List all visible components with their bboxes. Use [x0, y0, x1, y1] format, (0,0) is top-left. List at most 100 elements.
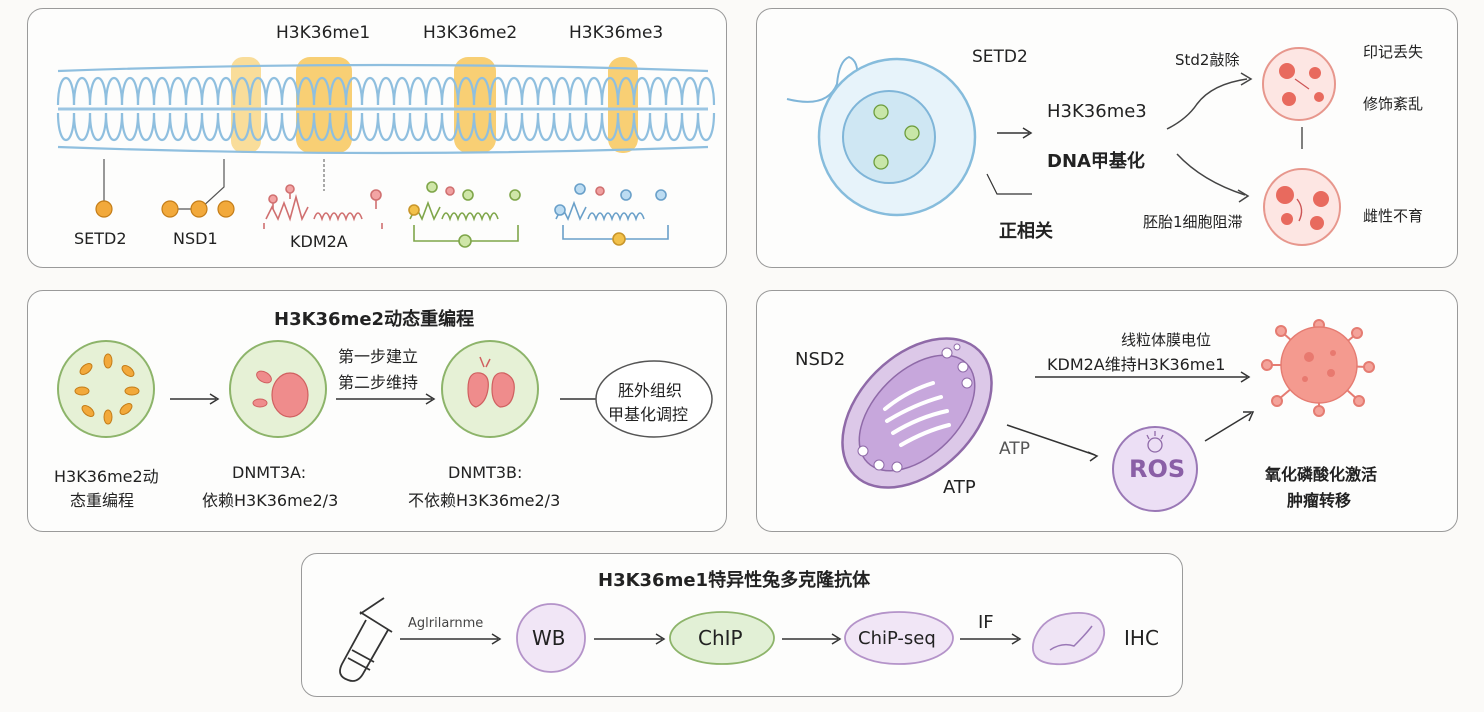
chromatin-loop-lower	[200, 112, 220, 142]
chromatin-loop-upper	[120, 76, 140, 106]
reprogramming-panel: H3K36me2动态重编程 第一步建立 第二步维持 H3K36me2动 态重编程…	[27, 290, 727, 532]
chromatin-loop-upper	[568, 76, 588, 106]
nsd1-icon-2	[190, 200, 208, 218]
reprogramming-cell-icon	[57, 340, 155, 438]
setd2-cell-label: SETD2	[972, 47, 1028, 67]
chromatin-loop-upper	[424, 76, 444, 106]
outcome-line2: 甲基化调控	[608, 405, 689, 424]
embryo-arrest-label: 胚胎1细胞阻滞	[1143, 213, 1243, 231]
chromatin-loop-lower	[504, 112, 524, 142]
chip-label: ChIP	[698, 626, 743, 650]
step2-label: 第二步维持	[338, 373, 419, 392]
outcome-bubble	[595, 360, 713, 438]
imprint-cell-icon	[1262, 47, 1336, 121]
ros-spark-icon	[1147, 437, 1163, 453]
chromatin-rim	[57, 63, 709, 155]
chromatin-loop-upper	[72, 76, 92, 106]
antibody-illustration	[339, 597, 1106, 682]
outcome-line2: 肿瘤转移	[1287, 491, 1352, 510]
chromatin-loop-upper	[360, 76, 380, 106]
setd2-illustration	[786, 47, 1341, 246]
cell1-caption-line1: H3K36me2动	[54, 467, 159, 486]
kdm2a-protein-icon	[263, 184, 383, 229]
modification-disorder-label: 修饰紊乱	[1363, 95, 1424, 113]
ros-bubble	[1112, 426, 1198, 512]
chromatin-loop-lower	[376, 112, 396, 142]
chromatin-loop-lower	[184, 112, 204, 142]
imprint-loss-label: 印记丢失	[1363, 43, 1424, 61]
chromatin-loop-upper	[280, 76, 300, 106]
chromatin-loop-upper	[680, 76, 700, 106]
cell2-caption-line2: 依赖H3K36me2/3	[202, 491, 339, 510]
positive-correlation-label: 正相关	[999, 221, 1053, 242]
chromatin-loop-lower	[152, 112, 172, 142]
chromatin-loop-lower	[680, 112, 700, 142]
chromatin-loop-lower	[136, 112, 156, 142]
chromatin-loop-upper	[664, 76, 684, 106]
chromatin-loop-lower	[264, 112, 284, 142]
tissue-icon	[1032, 611, 1106, 666]
dna-methylation-label: DNA甲基化	[1047, 151, 1145, 172]
chromatin-loop-lower	[120, 112, 140, 142]
dnmt3b-cell-icon	[441, 340, 539, 438]
chromatin-loop-upper	[584, 76, 604, 106]
chromatin-loop-lower	[392, 112, 412, 142]
chromatin-loop-upper	[264, 76, 284, 106]
chromatin-loop-lower	[696, 112, 716, 142]
chromatin-loop-upper	[152, 76, 172, 106]
mark-label-me3: H3K36me3	[569, 23, 664, 43]
chromatin-loop-lower	[104, 112, 124, 142]
chromatin-loop-lower	[552, 112, 572, 142]
outcome-line1: 氧化磷酸化激活	[1265, 465, 1378, 484]
nucleus-icon	[842, 90, 936, 184]
chromatin-loop-lower	[72, 112, 92, 142]
chromatin-loop-lower	[360, 112, 380, 142]
setd2-icon	[95, 200, 113, 218]
kdm2a-maintains-label: KDM2A维持H3K36me1	[1047, 355, 1226, 374]
mark-label-me1: H3K36me1	[276, 23, 371, 43]
std2-knockout-label: Std2敲除	[1175, 51, 1240, 69]
setd2-panel: SETD2 H3K36me3 DNA甲基化 正相关 Std2敲除 印记丢失 修饰…	[756, 8, 1458, 268]
arrow-label: Aglrilarnme	[408, 616, 484, 631]
chromatin-loop-lower	[568, 112, 588, 142]
chipseq-bubble	[844, 611, 954, 665]
chromatin-loop-upper	[104, 76, 124, 106]
atp-label: ATP	[943, 477, 976, 498]
chromatin-loop-upper	[520, 76, 540, 106]
chromatin-loop-upper	[552, 76, 572, 106]
chromatin-loop-lower	[584, 112, 604, 142]
reprogramming-illustration	[57, 340, 713, 438]
tumor-cell-icon	[1261, 319, 1375, 417]
ros-label: ROS	[1129, 455, 1186, 483]
chromatin-loop-lower	[408, 112, 428, 142]
chromatin-loop-lower	[168, 112, 188, 142]
chromatin-loop-upper	[168, 76, 188, 106]
step1-label: 第一步建立	[338, 347, 419, 366]
chromatin-illustration	[56, 57, 716, 248]
chip-bubble	[669, 611, 775, 665]
if-label: IF	[978, 612, 994, 633]
antibody-panel: H3K36me1特异性兔多克隆抗体 Aglrilarnme WB ChIP Ch…	[301, 553, 1183, 697]
kdm2a-label: KDM2A	[290, 232, 348, 251]
blue-protein-icon	[554, 183, 669, 246]
chromatin-loop-lower	[424, 112, 444, 142]
chromatin-loop-upper	[408, 76, 428, 106]
mark-label-me2: H3K36me2	[423, 23, 518, 43]
chromatin-loop-upper	[536, 76, 556, 106]
nsd1-icon-1	[161, 200, 179, 218]
outcome-line1: 胚外组织	[618, 381, 683, 400]
atp-arrow-label: ATP	[999, 439, 1030, 459]
chromatin-loop-lower	[280, 112, 300, 142]
cell3-caption-line1: DNMT3B:	[448, 463, 523, 482]
green-protein-icon	[408, 181, 521, 248]
antibody-title: H3K36me1特异性兔多克隆抗体	[598, 570, 871, 591]
nsd1-icon-3	[217, 200, 235, 218]
embryo-cell-icon	[1263, 168, 1341, 246]
female-infertility-label: 雌性不育	[1363, 207, 1424, 225]
chromatin-loop-upper	[648, 76, 668, 106]
nsd1-label: NSD1	[173, 229, 218, 248]
chromatin-loop-lower	[648, 112, 668, 142]
chromatin-loop-lower	[664, 112, 684, 142]
chromatin-loop-upper	[200, 76, 220, 106]
setd2-label: SETD2	[74, 229, 127, 248]
